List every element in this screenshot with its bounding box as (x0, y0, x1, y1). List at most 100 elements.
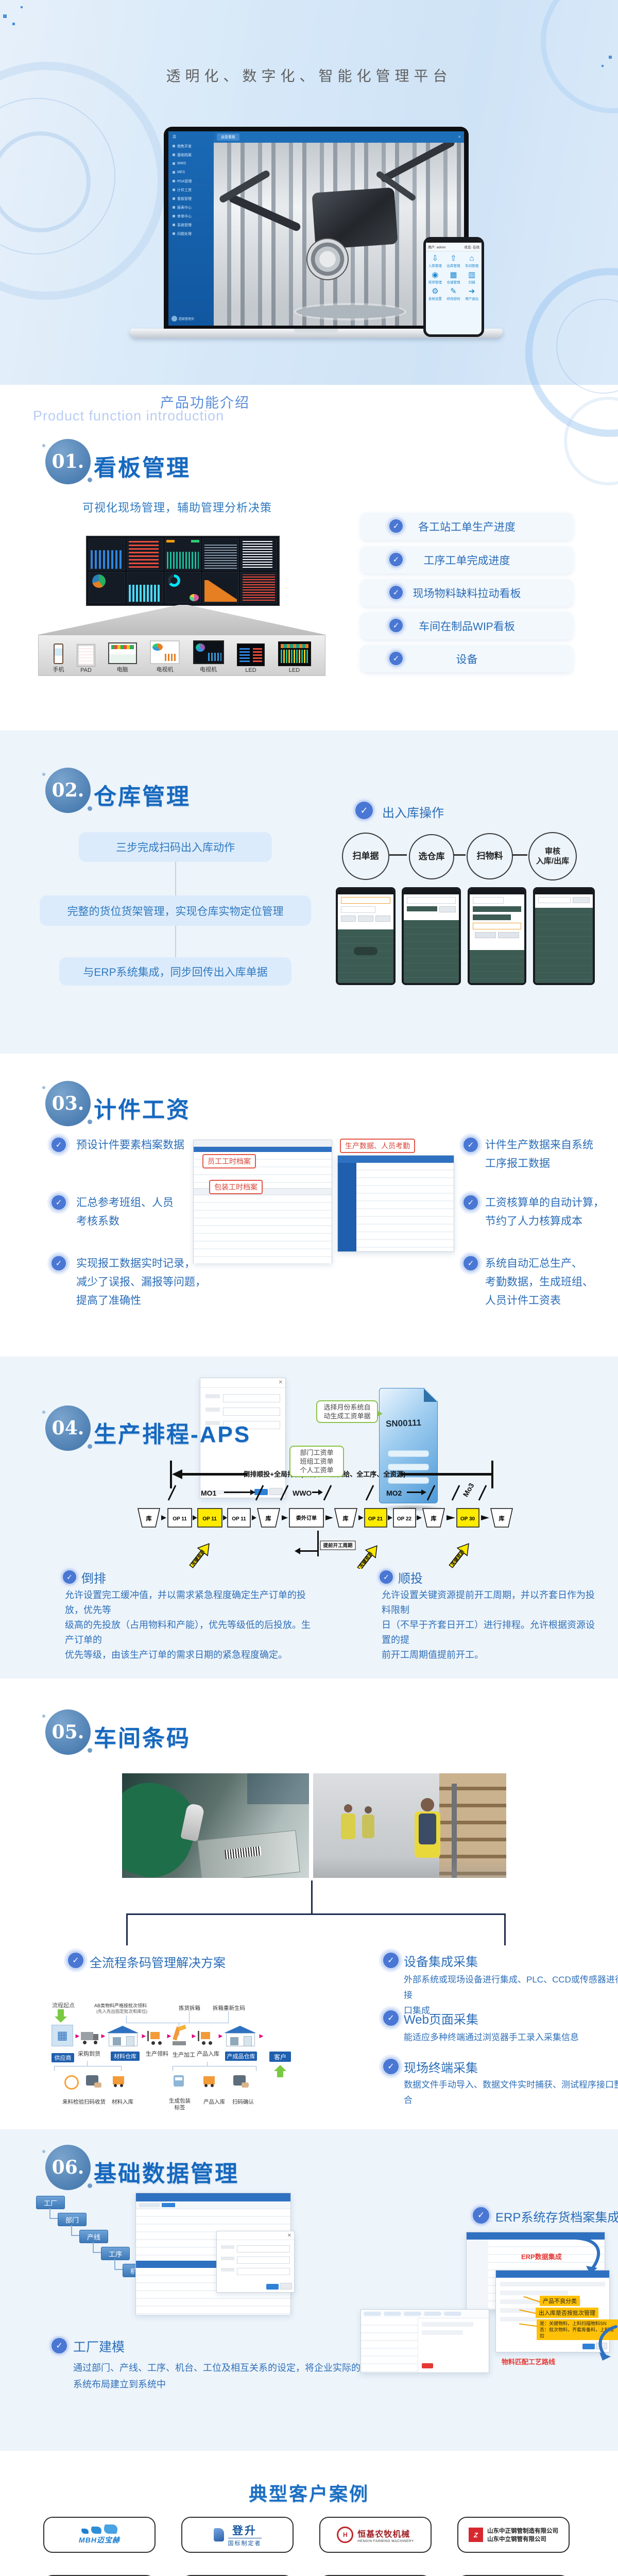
dengsheng-icon (213, 2528, 224, 2541)
svg-text:库: 库 (146, 1515, 152, 1522)
s5-r3-title: 现场终端采集 (404, 2061, 478, 2075)
svg-text:库: 库 (499, 1515, 505, 1522)
section02-number: 02. (42, 768, 92, 813)
warehouse-icon (107, 2026, 139, 2046)
s4-bullet1-text: 允许设置完工缓冲值，并以需求紧急程度确定生产订单的投放，优先等级高的先投放（占用… (65, 1590, 311, 1660)
inbound-icon: ⇩ (432, 254, 439, 263)
check-icon: ✓ (381, 2008, 401, 2028)
barcode-icon: ▥ (468, 270, 476, 279)
phone-app-logout: ➔用户退出 (465, 287, 479, 301)
laptop-menu-item: 问题处理 (168, 229, 214, 238)
svg-text:OP 22: OP 22 (397, 1516, 412, 1522)
device-pc: 电脑 (108, 642, 137, 673)
section04-title: 生产排程-APS (94, 1422, 251, 1447)
section03-title: 计件工资 (94, 1097, 191, 1123)
laptop-mockup: ☰ 销售开发 基础档案 WMS MES PDA管理 计件工资 看板管理 报表中心… (130, 127, 503, 339)
customer-logo-mbh: MBH迈宝赫 (43, 2517, 156, 2553)
scan-receive-icon (86, 2075, 101, 2088)
check-icon: ✓ (461, 1193, 480, 1212)
key-resource-arrow: 关键资源 (357, 1545, 377, 1569)
photo-barcode-scanning (122, 1773, 309, 1878)
connector-line (504, 1913, 506, 1945)
customer-logo-hengji: H 恒基农牧机械 HENGIN FARMING MACHINERY (319, 2517, 432, 2553)
s3-right-text-1: 计件生产数据来自系统工序报工数据 (485, 1139, 593, 1170)
s2-step-2: 选仓库 (409, 834, 454, 879)
lane-wwo: WWO (293, 1489, 312, 1497)
s4-bullet1-title: 倒排 (81, 1572, 106, 1586)
laptop-scene (214, 143, 464, 326)
laptop-base (130, 329, 503, 338)
check-icon: ✓ (471, 2205, 491, 2226)
laptop-sidebar: ☰ 销售开发 基础档案 WMS MES PDA管理 计件工资 看板管理 报表中心… (168, 131, 214, 326)
routing-match-label: 物料匹配工艺路线 (502, 2358, 556, 2366)
callout-monthly-salary: 选择月份系统自动生成工资单据 (316, 1400, 383, 1423)
connector-line (126, 1913, 506, 1915)
check-icon: ✓ (49, 1254, 68, 1273)
section01-title: 看板管理 (94, 455, 191, 481)
routing-config-screenshot (360, 2309, 489, 2373)
doc-serial-label: SN00111 (385, 1417, 422, 1429)
callout-pointer (377, 1411, 383, 1417)
label-printer-icon (174, 2075, 184, 2087)
s4-bullet2-text: 允许设置关键资源提前开工周期，并以齐套日作为投料限制日（不早于齐套日开工）进行排… (382, 1590, 595, 1660)
device-pad: PAD (77, 644, 95, 673)
lane-mo1: MO1 (201, 1489, 217, 1497)
check-icon: ✓ (387, 584, 405, 601)
close-icon: ✕ (287, 2233, 291, 2239)
customers-title: 典型客户案例 (248, 2483, 369, 2504)
check-icon: ✓ (387, 517, 405, 535)
scan-confirm-icon (233, 2075, 249, 2088)
tree-line: 产线 (79, 2230, 108, 2243)
svg-text:OP 21: OP 21 (368, 1516, 383, 1522)
salary-doc-icon: SN00111 (379, 1388, 438, 1503)
s2-step-1: 扫单据 (342, 833, 389, 880)
s3-left-text-2: 汇总参考班组、人员考核系数 (76, 1197, 174, 1227)
mes-table-screenshot (337, 1155, 454, 1252)
close-icon: ✕ (278, 1380, 283, 1385)
wms-phone-screenshot-4 (533, 887, 595, 985)
lane-mo2: MO2 (386, 1489, 402, 1497)
stock-icon: ◉ (432, 270, 439, 279)
photo-warehouse-worker (313, 1773, 506, 1878)
check-icon: ✓ (377, 1568, 395, 1586)
s2-feature-title: 出入库操作 (382, 806, 444, 820)
forklift-icon (147, 2031, 164, 2045)
s3-right-text-2: 工资核算单的自动计算，节约了人力核算成本 (485, 1197, 604, 1227)
check-icon: ✓ (461, 1254, 480, 1273)
truck-icon (81, 2031, 98, 2044)
laptop-menu-item: 销售开发 (168, 142, 214, 150)
hengji-icon: H (337, 2527, 354, 2543)
laptop-topbar: 运营看板 ✕ (214, 131, 464, 143)
check-icon: ✓ (49, 2336, 69, 2355)
phone-app-workshop: ⌂车间管理 (465, 254, 479, 268)
laptop-menu-item: 审单中心 (168, 212, 214, 221)
device-phone: 手机 (53, 643, 64, 673)
key-resource-arrow: 关键资源 (449, 1543, 469, 1568)
tree-factory: 工厂 (36, 2196, 65, 2209)
svg-text:委外订单: 委外订单 (296, 1515, 317, 1521)
barcode-flow-diagram: 流程起点 AB类物料严格按批次领料 (先入先出指定批次和库位) 拣货拆箱 拆箱重… (49, 2000, 358, 2121)
exit-icon: ➔ (468, 287, 475, 296)
s6-bullet-text: 通过部门、产线、工序、机台、工位及相互关系的设定，将企业实际的生产系统布局建立到… (73, 2363, 379, 2389)
customer-logo-dengsheng: 登升 国标制定者 (181, 2517, 294, 2553)
hero-phone-mockup: 用户: admin 状态: 在线 ⇩入库管理 ⇧出库管理 ⌂车间管理 ◉库存管理… (423, 237, 484, 337)
check-icon: ✓ (387, 617, 405, 634)
laptop-menu-item: WMS (168, 159, 214, 168)
storage-icon: ▦ (450, 270, 457, 279)
section05-number: 05. (42, 1709, 92, 1755)
supplier-icon: ▦ (52, 2025, 73, 2046)
edit-icon: ✎ (450, 287, 457, 296)
flow-customer: 客户 (269, 2052, 291, 2062)
check-icon: ✓ (49, 1193, 68, 1212)
laptop-menu-item: 系统管理 (168, 221, 214, 229)
check-icon: ✓ (381, 2057, 401, 2076)
inspect-icon (64, 2075, 79, 2090)
laptop-menu-item: MES (168, 168, 214, 177)
phone-app-stock: ◉库存管理 (428, 270, 442, 285)
laptop-menu-item: 基础档案 (168, 150, 214, 159)
wms-phone-screenshot-3 (468, 887, 526, 985)
check-icon: ✓ (66, 1951, 85, 1970)
check-icon: ✓ (387, 551, 405, 568)
customer-logo-zhongzheng: Z 山东中正钢管制造有限公司 山东中立钢管有限公司 (457, 2517, 570, 2553)
